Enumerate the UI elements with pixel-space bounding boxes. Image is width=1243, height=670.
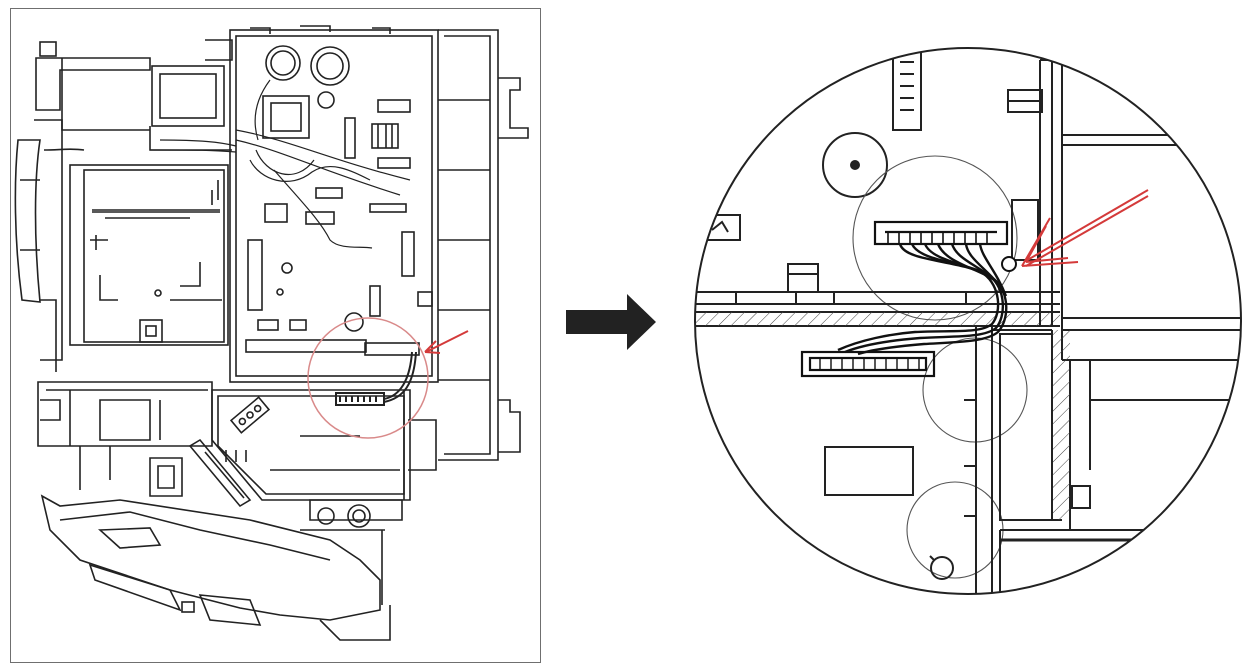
detail-screw xyxy=(1001,256,1017,272)
magnifier-circle-icon xyxy=(307,317,429,439)
left-compartment xyxy=(69,164,229,346)
left-duct xyxy=(14,119,85,372)
direction-arrow-icon xyxy=(566,294,656,350)
lower-section xyxy=(37,381,437,641)
top-bracket xyxy=(35,39,233,151)
callout-arrow-icon xyxy=(1021,189,1149,267)
louver-column xyxy=(438,29,529,461)
overview-frame xyxy=(10,8,541,663)
detail-lower-connector xyxy=(800,350,936,378)
detail-lens-outline xyxy=(694,47,1242,595)
control-box xyxy=(229,25,439,383)
overview-drawing xyxy=(14,25,529,641)
overview-connector xyxy=(335,351,417,406)
wiring-harness xyxy=(149,79,411,249)
detail-wire-bundle xyxy=(837,243,1008,356)
callout-arrow-icon xyxy=(424,330,469,354)
detail-lens xyxy=(695,49,1240,594)
detail-upper-connector xyxy=(873,220,1009,246)
